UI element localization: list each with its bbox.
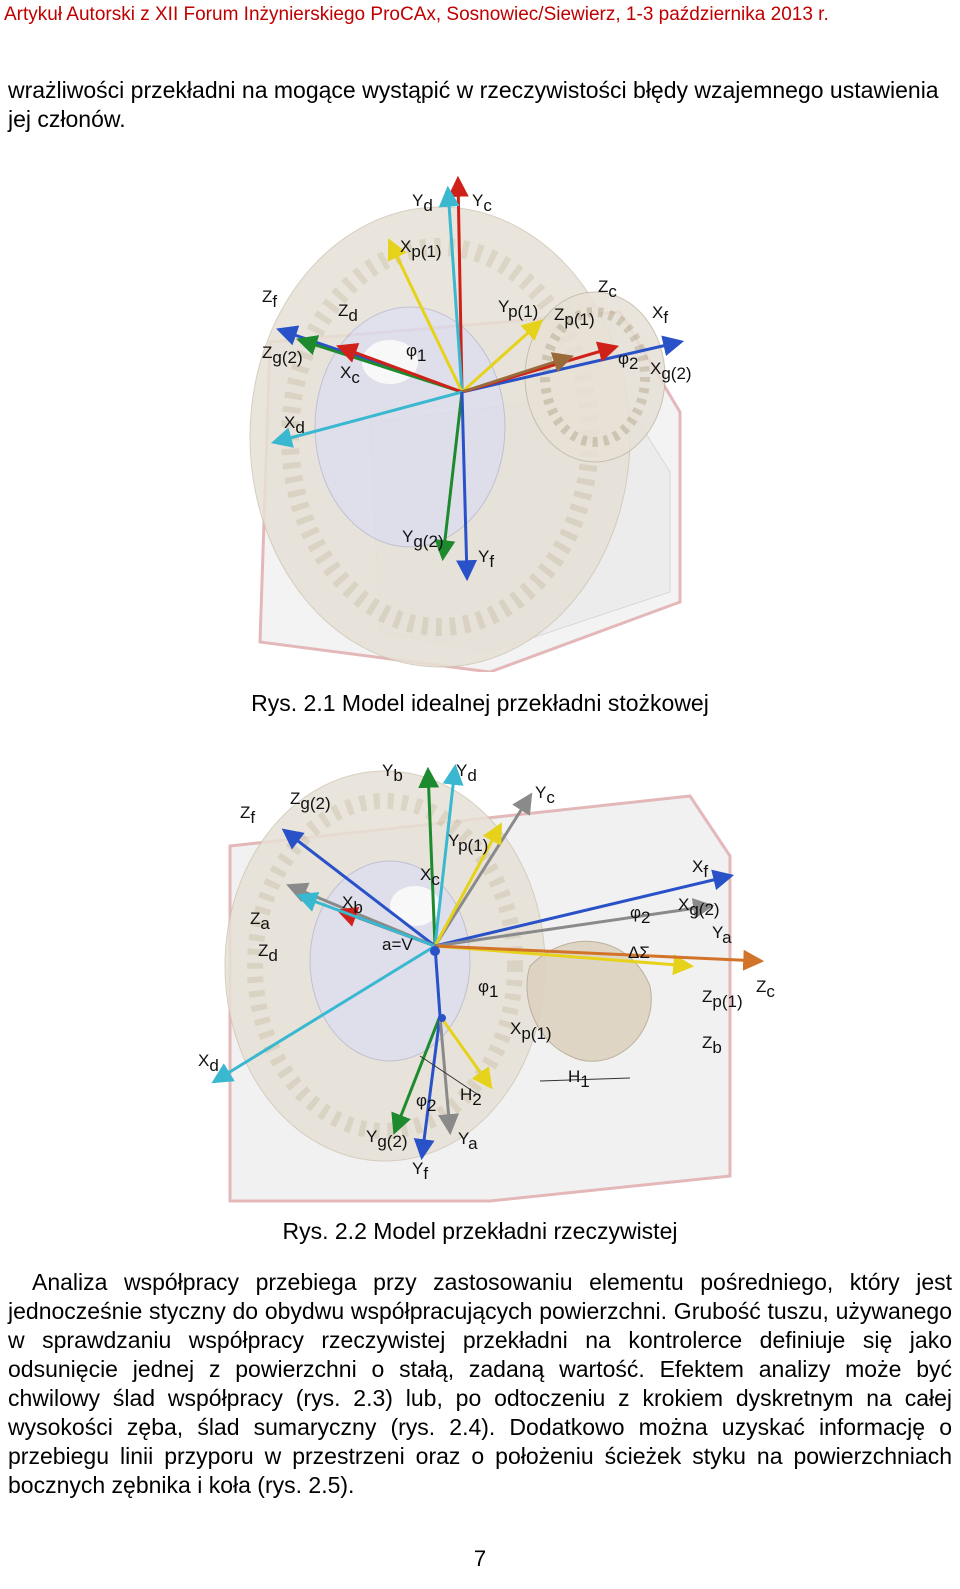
page-number: 7 xyxy=(473,1546,487,1571)
label-phi1: φ1 xyxy=(406,341,427,365)
label-Yg2: Yg(2) xyxy=(402,527,444,551)
label-Xp1: Xp(1) xyxy=(400,237,442,261)
label-Yf: Yf xyxy=(412,1159,428,1183)
label-Xg2: Xg(2) xyxy=(678,895,720,919)
label-Yf: Yf xyxy=(478,547,494,571)
label-Xd: Xd xyxy=(198,1051,219,1075)
label-Zg2: Zg(2) xyxy=(290,789,331,813)
label-Xc: Xc xyxy=(420,865,440,889)
figure-real-bevel-gear: Yb Yd Yc Zf Zg(2) Yp(1) Xf Xc Xb φ2 Xg(2… xyxy=(198,761,775,1203)
pinion-gear xyxy=(526,940,652,1062)
label-Xp1: Xp(1) xyxy=(510,1019,552,1043)
figure2-caption: Rys. 2.2 Model przekładni rzeczywistej xyxy=(282,1218,678,1244)
label-phi2a: φ2 xyxy=(630,903,651,927)
label-Yp1: Yp(1) xyxy=(498,297,538,321)
ring-gear xyxy=(224,770,546,1162)
figure2-labels: Yb Yd Yc Zf Zg(2) Yp(1) Xf Xc Xb φ2 Xg(2… xyxy=(198,761,775,1183)
dimension-lines xyxy=(419,1055,631,1097)
label-Zf: Zf xyxy=(262,287,277,311)
label-Zb: Zb xyxy=(702,1033,722,1057)
label-Xb: Xb xyxy=(342,893,363,917)
label-phi1: φ1 xyxy=(478,977,499,1001)
figure-ideal-bevel-gear: Yd Yc Xp(1) Zf Zd Yp(1) Zc Xf Zg(2) φ1 Z… xyxy=(249,175,692,672)
label-Yb: Yb xyxy=(382,761,403,785)
figure1-caption: Rys. 2.1 Model idealnej przekładni stożk… xyxy=(251,690,709,716)
page-header: Artykuł Autorski z XII Forum Inżynierski… xyxy=(4,4,829,25)
label-Zc: Zc xyxy=(756,977,775,1001)
coordinate-axes xyxy=(211,763,765,1161)
label-Yp1: Yp(1) xyxy=(448,831,488,855)
label-Zd: Zd xyxy=(258,941,278,965)
label-H1: H1 xyxy=(568,1067,590,1091)
label-Yg2: Yg(2) xyxy=(366,1127,408,1151)
label-Ya2: Ya xyxy=(458,1129,478,1153)
body-text: Analiza współpracy przebiega przy zastos… xyxy=(8,1269,952,1498)
label-phi2b: φ2 xyxy=(416,1091,437,1115)
label-Yc: Yc xyxy=(472,191,492,215)
body-paragraph: Analiza współpracy przebiega przy zastos… xyxy=(8,1268,952,1500)
pinion-gear xyxy=(524,291,666,463)
label-Zc: Zc xyxy=(598,277,617,301)
label-H2: H2 xyxy=(460,1085,482,1109)
label-dsigma: ΔΣ xyxy=(628,943,650,962)
label-Zf: Zf xyxy=(240,803,255,827)
label-Zg2: Zg(2) xyxy=(262,343,303,367)
label-Xf: Xf xyxy=(692,857,708,881)
label-phi2: φ2 xyxy=(618,349,639,373)
label-av: a=V xyxy=(382,935,413,954)
label-Yc: Yc xyxy=(535,783,555,807)
label-Yd: Yd xyxy=(456,761,477,785)
label-Xf: Xf xyxy=(652,303,668,327)
label-Xc: Xc xyxy=(340,363,360,387)
label-Za: Za xyxy=(250,909,270,933)
label-Ya: Ya xyxy=(712,923,732,947)
figure1-labels: Yd Yc Xp(1) Zf Zd Yp(1) Zc Xf Zg(2) φ1 Z… xyxy=(262,191,692,571)
label-Yd: Yd xyxy=(412,191,433,215)
label-Xg2: Xg(2) xyxy=(650,359,692,383)
coordinate-axes xyxy=(270,175,685,582)
intro-paragraph: wrażliwości przekładni na mogące wystąpi… xyxy=(8,77,939,132)
label-Xd: Xd xyxy=(284,413,305,437)
label-Zp1: Zp(1) xyxy=(702,987,743,1011)
label-Zp1: Zp(1) xyxy=(554,305,595,329)
label-Zd: Zd xyxy=(338,301,358,325)
